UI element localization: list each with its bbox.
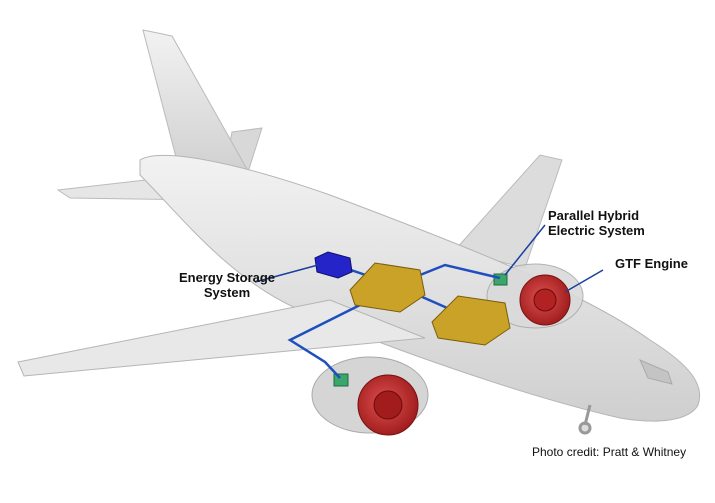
left-wing — [17, 299, 426, 377]
energy-storage-unit — [314, 251, 353, 279]
parallel-hybrid-label-line1: Parallel Hybrid — [548, 208, 640, 223]
gtf-engine-label: GTF Engine — [615, 256, 688, 271]
energy-storage-label-line2: System — [203, 285, 251, 300]
right-engine-fan — [533, 288, 557, 312]
right-electric-motor — [493, 273, 508, 286]
cockpit-windows — [639, 359, 673, 385]
energy-storage-label: Energy Storage System — [172, 270, 282, 300]
parallel-hybrid-label-line2: Electric System — [548, 223, 645, 238]
left-electric-motor — [333, 373, 349, 387]
battery-module-2 — [431, 295, 511, 346]
leader-lines — [254, 224, 604, 293]
left-engine-fan — [373, 390, 403, 420]
photo-credit: Photo credit: Pratt & Whitney — [532, 445, 687, 459]
battery-module-1 — [349, 262, 426, 313]
right-wing — [454, 154, 563, 269]
energy-storage-label-line1: Energy Storage — [178, 270, 276, 285]
parallel-hybrid-label: Parallel Hybrid Electric System — [548, 208, 645, 238]
nose-landing-gear — [578, 404, 592, 435]
